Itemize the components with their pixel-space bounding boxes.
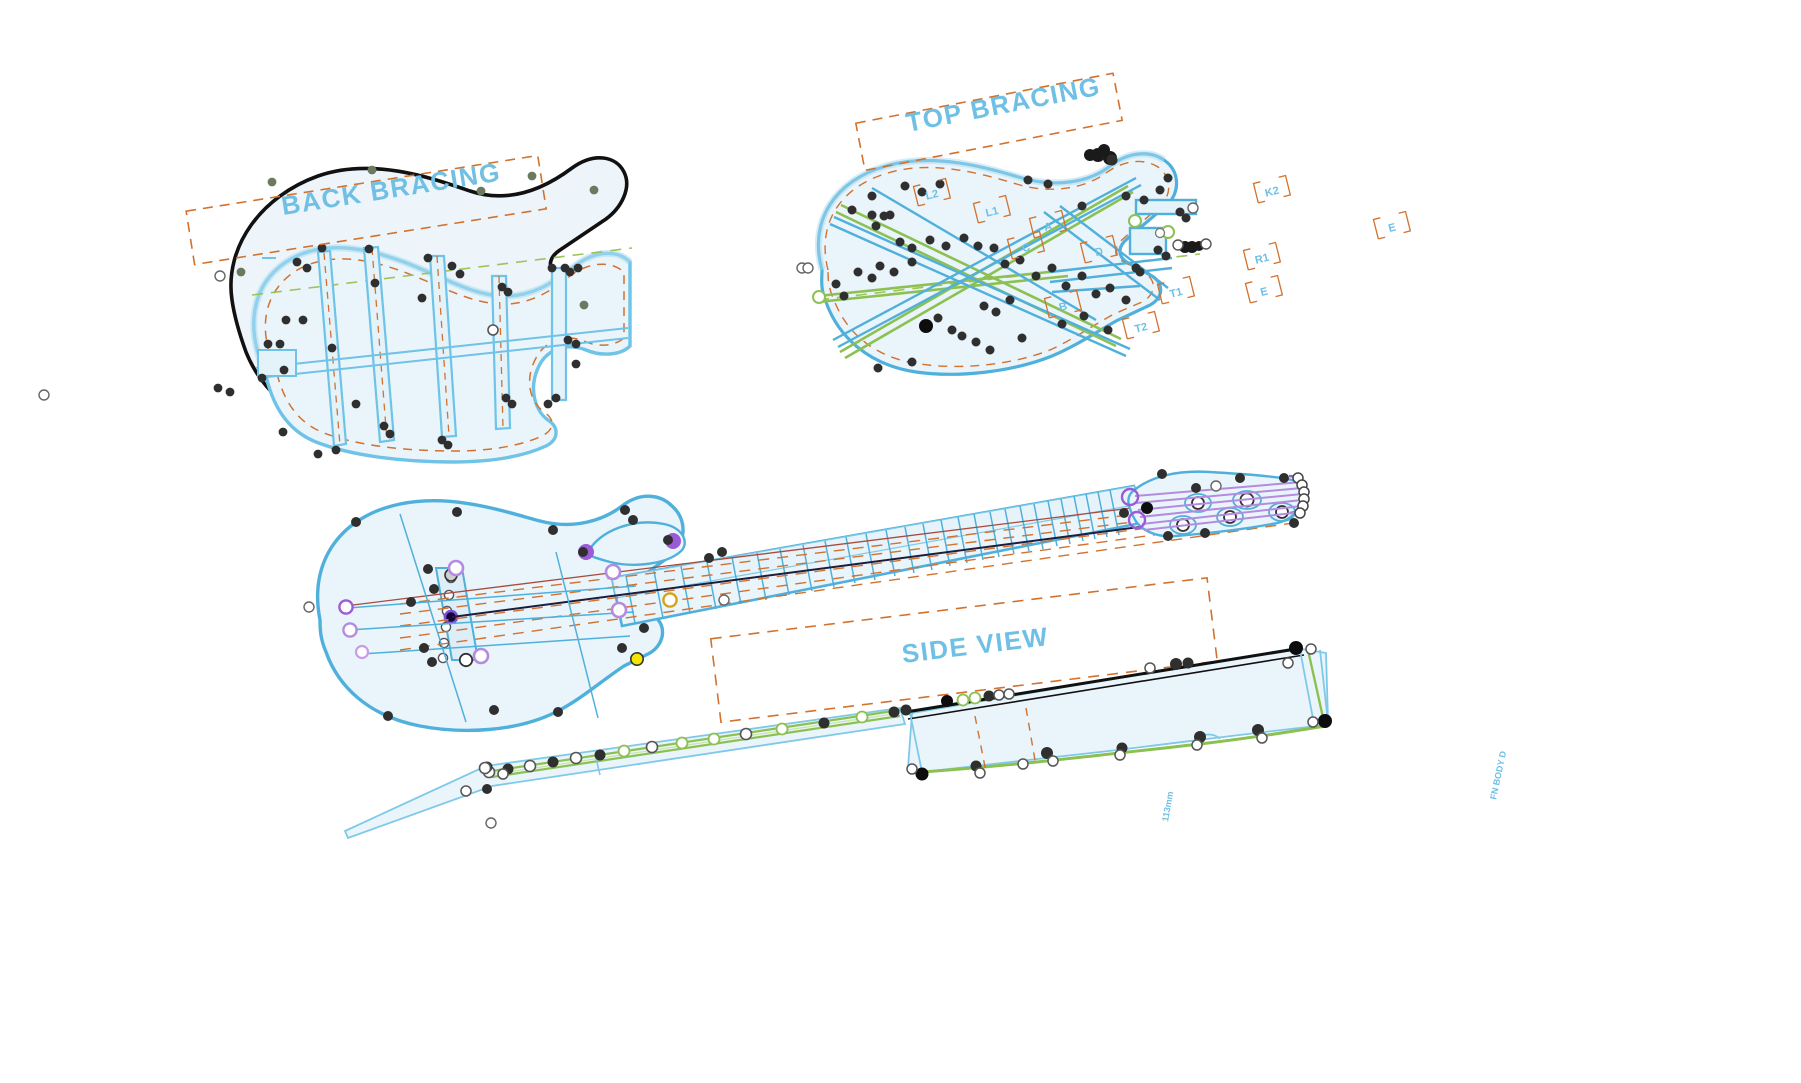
brace-tag-label: T1 <box>1168 286 1183 301</box>
back-bracing-callout <box>185 154 548 266</box>
brace-tag-label: D <box>1094 245 1105 259</box>
brace-tag-label: T2 <box>1133 321 1148 336</box>
brace-tag-a: A <box>1028 209 1068 239</box>
side-fret-markers <box>481 706 900 779</box>
side-depth-dims <box>974 707 1037 773</box>
brace-tag-t1: T1 <box>1156 275 1196 305</box>
fret-group <box>625 489 1120 624</box>
side-dimension-waist-depth: 113mm <box>1160 791 1175 823</box>
brace-tag-label: K2 <box>1264 185 1281 200</box>
brace-tag-label: L1 <box>984 205 999 220</box>
front-node-set <box>303 469 1299 721</box>
brace-tag-e: E <box>1244 274 1284 304</box>
brace-tag-d: D <box>1079 234 1119 264</box>
brace-tag-label: E <box>1387 222 1397 235</box>
side-bottom-edge <box>921 724 1327 774</box>
front-soundhole <box>586 521 686 566</box>
brace-tag-e2: E <box>1372 210 1412 240</box>
side-end-green <box>1306 649 1326 723</box>
brace-tag-b: B <box>1043 289 1083 319</box>
dimension-tag-layer: 113mm FN BODY D <box>1160 750 1508 823</box>
side-view-callout <box>709 576 1219 724</box>
brace-tag-l2: L2 <box>912 177 952 207</box>
side-dimension-end-depth: FN BODY D <box>1488 750 1508 801</box>
back-node-set <box>38 165 599 459</box>
top-neck-block <box>796 202 1212 333</box>
side-end-block <box>909 649 1329 773</box>
accent-node <box>629 651 644 666</box>
top-node-set <box>831 154 1191 373</box>
headstock-strings <box>1134 481 1303 531</box>
headstock-string-nodes <box>1120 472 1310 530</box>
side-body-nodes <box>900 641 1332 781</box>
front-guidelines <box>347 513 637 723</box>
top-bracing-callout <box>854 72 1124 172</box>
top-soundhole <box>1084 144 1117 165</box>
brace-tag-c: C <box>1006 230 1046 260</box>
side-neck <box>343 707 907 840</box>
brace-tag-l1: L1 <box>972 194 1012 224</box>
brace-tag-label: B <box>1058 300 1069 314</box>
brace-tag-r1: R1 <box>1242 241 1282 271</box>
side-heel-nodes <box>460 761 509 829</box>
brace-tag-label: R1 <box>1254 252 1271 267</box>
brace-tag-label: E <box>1259 286 1269 299</box>
brace-tag-label: A <box>1043 220 1054 234</box>
brace-tag-label: C <box>1021 241 1032 255</box>
brace-tag-t2: T2 <box>1121 310 1161 340</box>
brace-tag-k2: K2 <box>1252 174 1292 204</box>
back-cross-strips <box>255 257 629 379</box>
brace-tag-label: L2 <box>924 188 939 203</box>
